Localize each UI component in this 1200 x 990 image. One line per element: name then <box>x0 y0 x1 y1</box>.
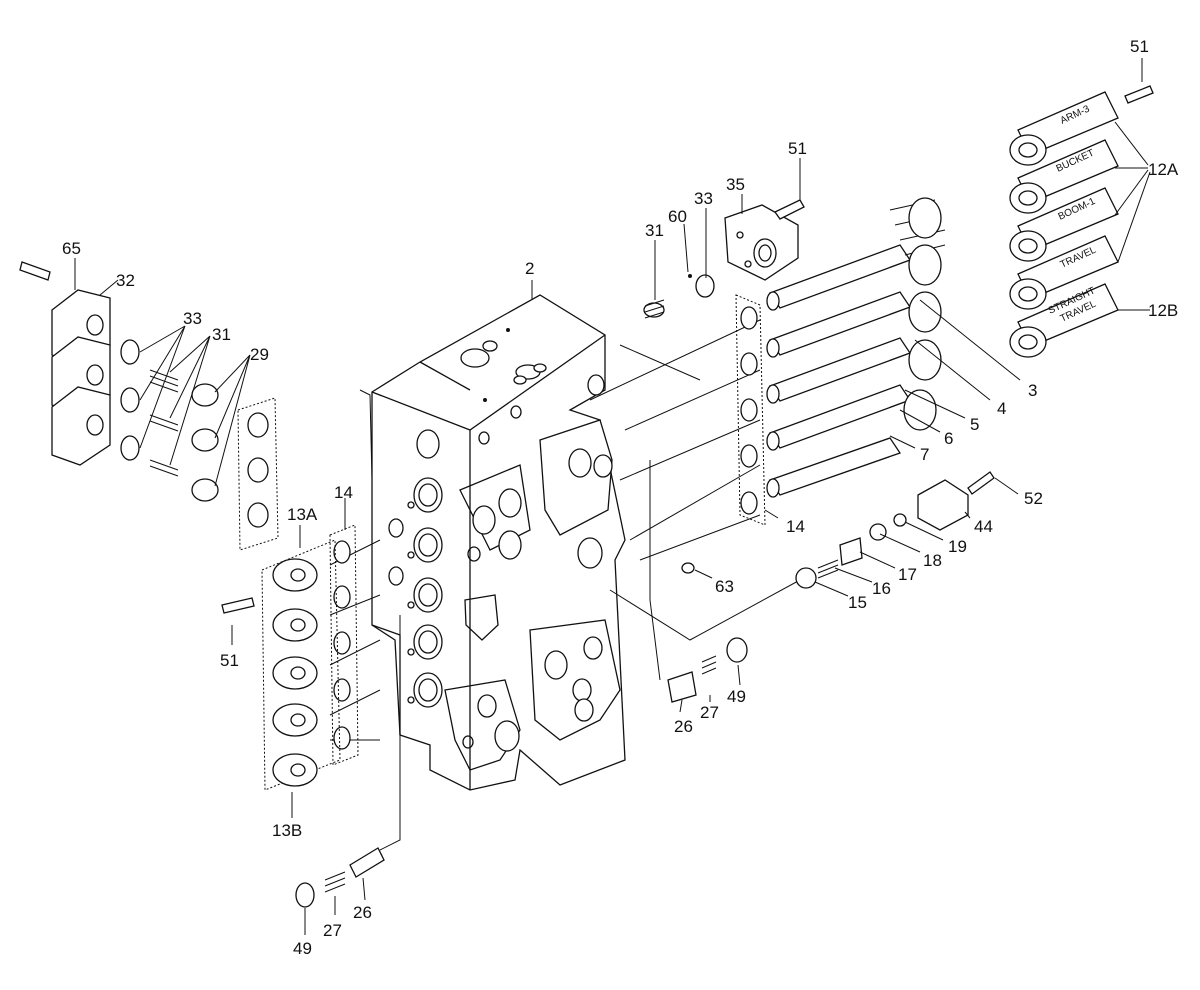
callout-7: 7 <box>920 445 929 464</box>
spool-6 <box>766 339 942 451</box>
callout-19: 19 <box>948 537 967 556</box>
callout-14-left: 14 <box>334 483 353 502</box>
callout-27-mid: 27 <box>700 703 719 722</box>
callout-31-left: 31 <box>212 325 231 344</box>
cap-arm3 <box>1009 91 1119 166</box>
callout-49-mid: 49 <box>727 687 746 706</box>
callout-4: 4 <box>997 399 1006 418</box>
callout-13B: 13B <box>272 821 302 840</box>
spool-7 <box>766 389 937 498</box>
valve-body <box>371 294 626 791</box>
callout-65: 65 <box>62 239 81 258</box>
callout-26-mid: 26 <box>674 717 693 736</box>
cap-boom1 <box>1009 187 1119 262</box>
callout-51-top: 51 <box>1130 37 1149 56</box>
o-ring-strip-right <box>735 294 766 526</box>
end-caps-right: ARM-3 BUCKET BOOM-1 TRAVEL STRAIGHT TRAV… <box>1009 85 1154 358</box>
callout-12B: 12B <box>1148 301 1178 320</box>
callout-33-top: 33 <box>694 189 713 208</box>
relief-parts <box>667 471 995 703</box>
leader-lines <box>74 58 1143 935</box>
callout-31-top: 31 <box>645 221 664 240</box>
plugs-29 <box>191 383 279 551</box>
cap-bucket <box>1009 139 1119 214</box>
callout-17: 17 <box>898 565 917 584</box>
cap-straight-travel <box>1009 283 1119 358</box>
callout-32: 32 <box>116 271 135 290</box>
bottom-parts <box>295 847 385 908</box>
callout-63: 63 <box>715 577 734 596</box>
callout-60: 60 <box>668 207 687 226</box>
left-cover-32 <box>19 261 140 466</box>
spool-5 <box>766 291 942 404</box>
callout-52: 52 <box>1024 489 1043 508</box>
callout-13A: 13A <box>287 505 318 524</box>
callout-29: 29 <box>250 345 269 364</box>
spool-4 <box>766 244 942 358</box>
callout-15: 15 <box>848 593 867 612</box>
callout-2: 2 <box>525 259 534 278</box>
callout-35: 35 <box>726 175 745 194</box>
left-caps-13 <box>221 539 341 791</box>
callout-44: 44 <box>974 517 993 536</box>
callout-51-left: 51 <box>220 651 239 670</box>
callout-labels: 51 12A 12B 51 35 33 60 31 65 32 33 31 29… <box>62 37 1179 958</box>
cap-travel <box>1009 235 1119 310</box>
callout-33-left: 33 <box>183 309 202 328</box>
callout-26-bottom: 26 <box>353 903 372 922</box>
callout-12A: 12A <box>1148 160 1179 179</box>
callout-51-mid: 51 <box>788 139 807 158</box>
callout-14-right: 14 <box>786 517 805 536</box>
callout-6: 6 <box>944 429 953 448</box>
block-35 <box>688 199 805 298</box>
callout-49-bottom: 49 <box>293 939 312 958</box>
callout-18: 18 <box>923 551 942 570</box>
spools <box>766 197 946 498</box>
callout-5: 5 <box>970 415 979 434</box>
callout-3: 3 <box>1028 381 1037 400</box>
o-ring-strip-left <box>329 518 404 766</box>
callout-27-bottom: 27 <box>323 921 342 940</box>
spring-31-top <box>643 299 665 319</box>
springs-31-left <box>149 369 179 477</box>
callout-16: 16 <box>872 579 891 598</box>
